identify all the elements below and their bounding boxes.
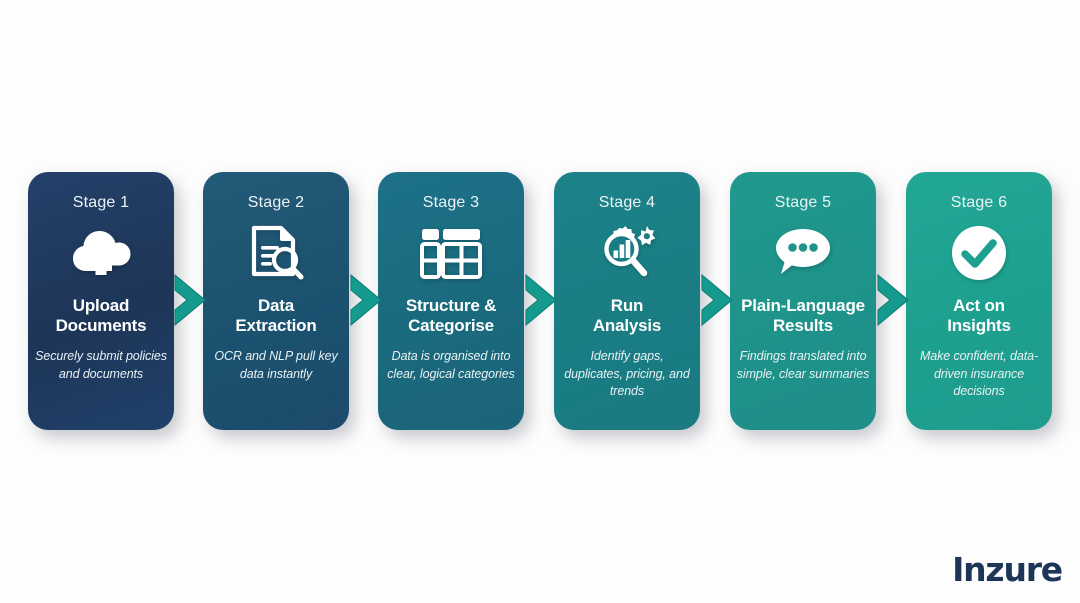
brand-logo: Inzure: [952, 550, 1063, 589]
stage-label: Stage 4: [598, 194, 656, 211]
stage-title-line1: Structure &: [405, 296, 497, 315]
stage-title-line2: Analysis: [592, 316, 662, 336]
chat-bubble-dots-icon: [773, 224, 833, 282]
stage-title-line1: Act on: [953, 296, 1005, 315]
stage-title-line1: Plain-Language: [741, 296, 865, 315]
stage-title: Structure & Categorise: [405, 296, 497, 337]
stage-description: Make confident, data-driven insurance de…: [919, 348, 1039, 399]
stage-card-4[interactable]: Stage 4 Run Analysis Identify gaps, dupl…: [554, 172, 700, 430]
stage-title-line1: Upload: [72, 296, 130, 315]
stage-description: Identify gaps, duplicates, pricing, and …: [564, 348, 690, 399]
stage-title-line2: Documents: [55, 316, 147, 336]
stage-title-line1: Run: [610, 296, 644, 315]
stage-title-line1: Data: [257, 296, 295, 315]
stage-description: OCR and NLP pull key data instantly: [214, 348, 338, 381]
gear-chart-magnifier-icon: [595, 224, 659, 282]
chevron-right-icon: [698, 272, 744, 328]
chevron-right-icon: [874, 272, 920, 328]
stage-card-3[interactable]: Stage 3 Structure & Categorise Data is o…: [378, 172, 524, 430]
stage-title-line2: Extraction: [235, 316, 317, 336]
cloud-upload-icon: [70, 224, 132, 282]
stage-title-line2: Insights: [947, 316, 1011, 336]
stage-card-2[interactable]: Stage 2 Data Extraction OCR and NLP pull…: [203, 172, 349, 430]
stage-title-line2: Results: [772, 316, 833, 336]
stage-label: Stage 1: [72, 194, 130, 211]
chevron-right-icon: [347, 272, 393, 328]
chevron-right-icon: [522, 272, 568, 328]
stage-label: Stage 2: [247, 194, 305, 211]
stage-title: Run Analysis: [592, 296, 662, 337]
table-grid-icon: [420, 224, 482, 282]
stage-description: Data is organised into clear, logical ca…: [387, 348, 515, 381]
stage-card-6[interactable]: Stage 6 Act on Insights Make confident, …: [906, 172, 1052, 430]
stage-label: Stage 6: [950, 194, 1008, 211]
stage-description: Findings translated into simple, clear s…: [736, 348, 870, 381]
stage-card-5[interactable]: Stage 5 Plain-Language Results Findings …: [730, 172, 876, 430]
stage-title: Upload Documents: [56, 296, 147, 337]
stage-description: Securely submit policies and documents: [35, 348, 167, 381]
document-search-icon: [248, 224, 304, 282]
stage-title: Act on Insights: [947, 296, 1011, 337]
stage-title: Plain-Language Results: [741, 296, 865, 337]
stage-card-1[interactable]: Stage 1 Upload Documents Securely submit…: [28, 172, 174, 430]
stage-title: Data Extraction: [235, 296, 316, 337]
stage-title-line2: Categorise: [408, 316, 494, 336]
stage-label: Stage 5: [774, 194, 832, 211]
chevron-right-icon: [171, 272, 217, 328]
check-circle-icon: [950, 224, 1008, 282]
stage-label: Stage 3: [422, 194, 480, 211]
